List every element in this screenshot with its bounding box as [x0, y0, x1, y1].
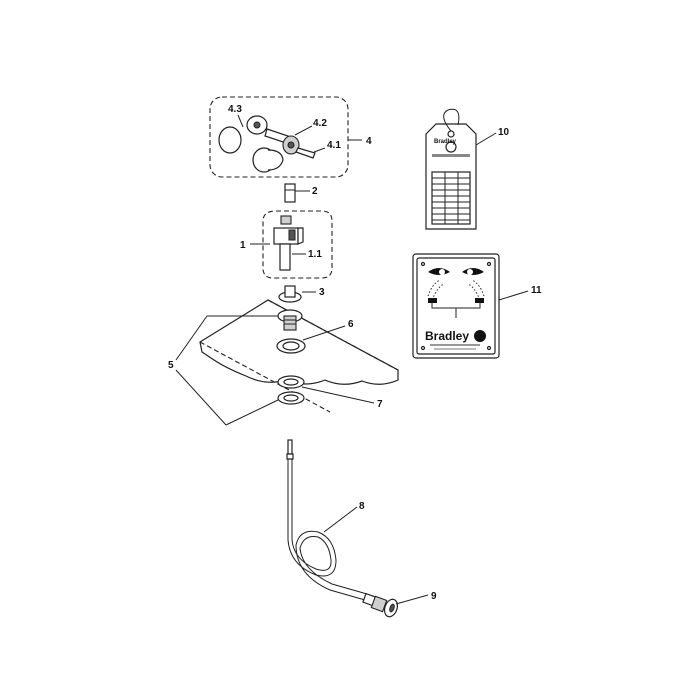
callout-3: 3 [319, 287, 325, 298]
leader-10 [475, 132, 497, 146]
leader-8 [323, 506, 358, 533]
leader-9 [395, 594, 429, 605]
callout-4-1: 4.1 [327, 140, 341, 151]
callout-4: 4 [366, 136, 372, 147]
callout-4-2: 4.2 [313, 118, 327, 129]
callout-4-3: 4.3 [228, 104, 242, 115]
leader-4-2 [294, 125, 313, 136]
part-1-valve-group [250, 210, 333, 279]
callout-1: 1 [240, 240, 246, 251]
callout-5: 5 [168, 360, 174, 371]
eyewash-spray-icon [427, 279, 485, 318]
part-2-fitting [284, 183, 310, 203]
leader-4-1 [313, 147, 326, 153]
part-4-group-outline [209, 96, 349, 178]
part-1-group-outline [262, 210, 333, 279]
callout-11: 11 [531, 285, 542, 296]
part-7-nut [277, 375, 375, 405]
part-8-hose [286, 439, 368, 601]
leader-6 [302, 325, 346, 341]
sign-brand: Bradley [425, 329, 469, 343]
tag-logo-icon [445, 141, 457, 153]
leader-7 [301, 386, 375, 404]
part-3-adapter [278, 285, 316, 303]
part-4-dust-cover-group [209, 96, 362, 178]
callout-6: 6 [348, 319, 354, 330]
sign-logo-icon [474, 330, 486, 342]
tag-record-table [431, 171, 471, 225]
callout-8: 8 [359, 501, 365, 512]
callout-9: 9 [431, 591, 437, 602]
eyes-icon [428, 268, 484, 275]
tag-brand: Bradley [434, 139, 457, 145]
part-4-cap-rim [267, 149, 284, 171]
callout-10: 10 [498, 127, 510, 138]
callout-7: 7 [377, 399, 383, 410]
callout-1-1: 1.1 [308, 249, 322, 260]
part-10-inspection-tag [425, 108, 497, 230]
leader-4-3 [237, 114, 244, 128]
part-4-2-spray-head [246, 115, 289, 144]
part-4-3-dust-cap [218, 126, 242, 154]
part-6-washer [276, 325, 346, 354]
part-11-eyewash-sign [412, 253, 529, 359]
part-9-end-fitting [362, 592, 429, 618]
leader-11 [498, 290, 529, 301]
callout-2: 2 [312, 186, 318, 197]
part-4-1-nozzle [282, 135, 316, 159]
leader-5-bracket [175, 315, 279, 426]
